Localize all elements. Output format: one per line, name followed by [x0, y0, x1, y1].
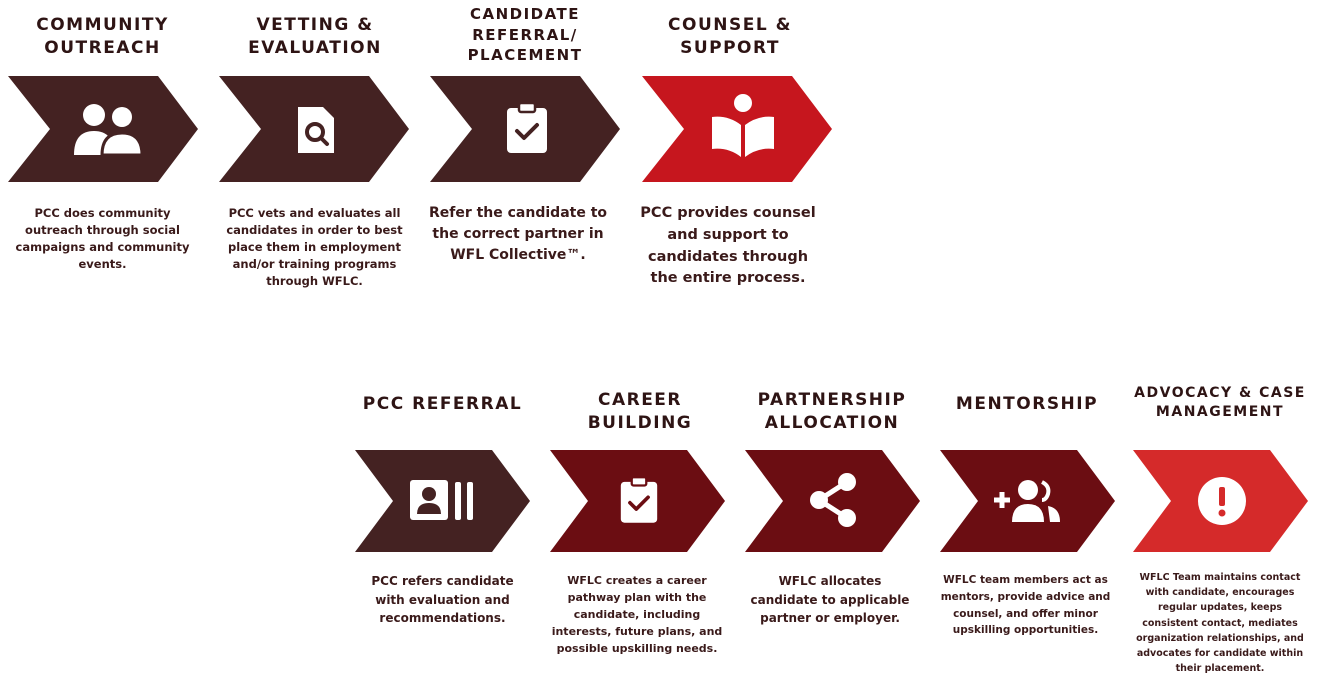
users-icon: [74, 104, 144, 157]
alert-circle-icon: [1198, 477, 1246, 525]
step-description: PCC provides counsel and support to cand…: [640, 205, 816, 287]
step-description: PCC vets and evaluates all candidates in…: [226, 206, 403, 288]
step-description: PCC refers candidate with evaluation and…: [371, 574, 514, 626]
clipboard-check-icon: [507, 101, 547, 153]
chevron-arrow: [745, 450, 920, 552]
step-title: CAREER BUILDING: [587, 389, 693, 433]
step-title: COMMUNITY OUTREACH: [36, 14, 169, 58]
contact-card-icon: [410, 480, 473, 520]
step-description: WFLC Team maintains contact with candida…: [1136, 572, 1304, 675]
chevron-arrow: [550, 450, 725, 552]
reader-book-icon: [712, 94, 774, 157]
chevron-arrow: [219, 76, 409, 182]
step-description: Refer the candidate to the correct partn…: [428, 205, 608, 263]
share-icon: [810, 473, 856, 527]
step-description: WFLC creates a career pathway plan with …: [551, 574, 723, 656]
step-title: ADVOCACY & CASE MANAGEMENT: [1134, 384, 1306, 420]
step-title: CANDIDATE REFERRAL/ PLACEMENT: [467, 4, 583, 65]
chevron-arrow: [430, 76, 620, 182]
document-search-icon: [298, 107, 334, 153]
step-description: WFLC team members act as mentors, provid…: [940, 574, 1111, 637]
step-title: VETTING & EVALUATION: [248, 14, 382, 58]
add-users-icon: [994, 480, 1060, 522]
step-description: WFLC allocates candidate to applicable p…: [750, 574, 910, 626]
chevron-arrow: [355, 450, 530, 552]
step-title: COUNSEL & SUPPORT: [668, 14, 792, 58]
chevron-arrow: [940, 450, 1115, 552]
step-title: PARTNERSHIP ALLOCATION: [757, 389, 907, 433]
chevron-arrow: [8, 76, 198, 182]
step-title: PCC REFERRAL: [362, 394, 523, 415]
chevron-arrow: [1133, 450, 1308, 552]
step-description: PCC does community outreach through soci…: [15, 206, 190, 271]
clipboard-check-icon: [620, 476, 658, 523]
step-title: MENTORSHIP: [955, 394, 1099, 415]
chevron-arrow: [642, 76, 832, 182]
